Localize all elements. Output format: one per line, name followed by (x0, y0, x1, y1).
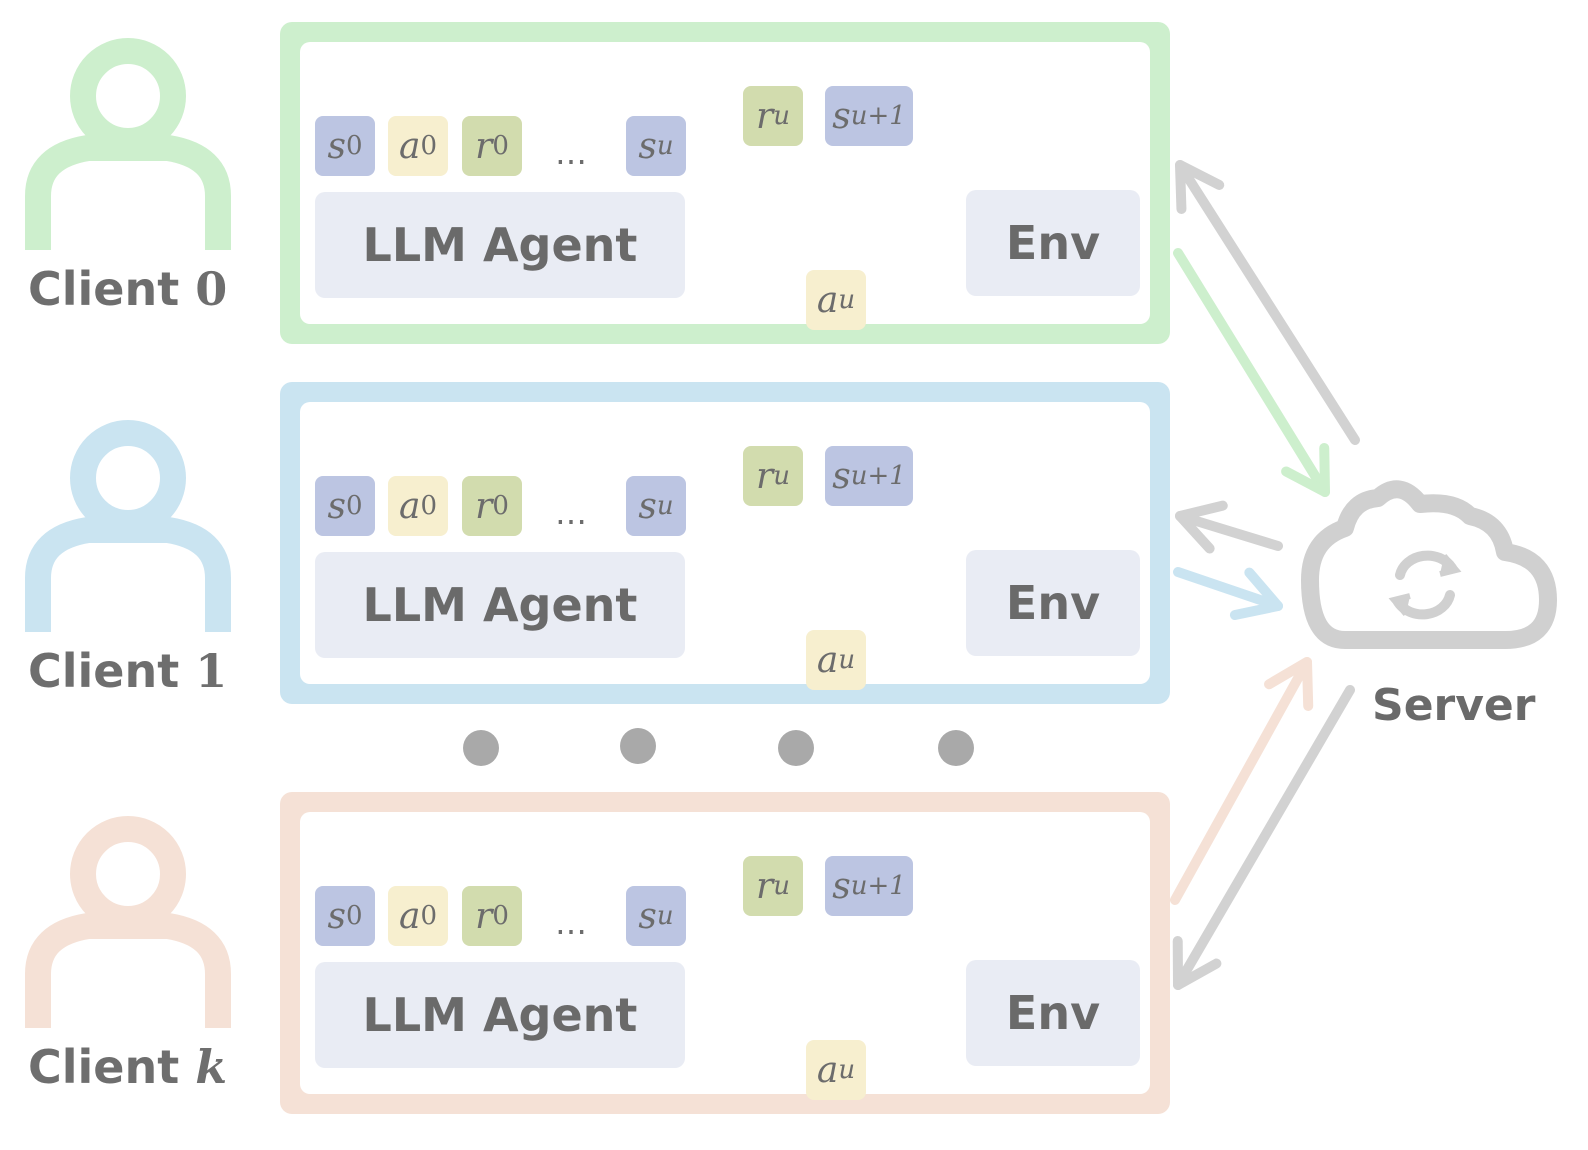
llm-agent-box: LLM Agent (315, 192, 685, 298)
client-index: 0 (195, 262, 228, 316)
client-0-to-server-arrow (1173, 248, 1330, 497)
client-name: Client (28, 262, 180, 316)
server-to-client-k-arrow (1172, 685, 1355, 990)
ellipsis: … (555, 134, 587, 172)
more-clients-dot (778, 730, 814, 766)
person-icon-client-k (25, 816, 231, 1028)
more-clients-dot (463, 730, 499, 766)
cloud-sync-icon (1301, 480, 1557, 649)
client-index: k (195, 1040, 228, 1094)
env-box: Env (966, 190, 1140, 296)
client-label-1: Client 1 (28, 644, 227, 698)
ellipsis: … (555, 494, 587, 532)
server-to-client-1-arrow (1175, 500, 1283, 554)
server-to-client-0-arrow (1175, 160, 1360, 445)
env-box: Env (966, 960, 1140, 1066)
server-label: Server (1372, 680, 1536, 731)
client-k-to-server-arrow (1170, 657, 1314, 905)
llm-agent-box: LLM Agent (315, 962, 685, 1068)
env-box: Env (966, 550, 1140, 656)
llm-agent-box: LLM Agent (315, 552, 685, 658)
ellipsis: … (555, 904, 587, 942)
client-label-k: Client k (28, 1040, 227, 1094)
more-clients-dot (620, 728, 656, 764)
client-label-0: Client 0 (28, 262, 227, 316)
more-clients-dot (938, 730, 974, 766)
person-icon-client-1 (25, 420, 231, 632)
client-1-to-server-arrow (1173, 567, 1283, 621)
client-name: Client (28, 1040, 180, 1094)
person-icon-client-0 (25, 38, 231, 250)
client-index: 1 (195, 644, 228, 698)
client-name: Client (28, 644, 180, 698)
